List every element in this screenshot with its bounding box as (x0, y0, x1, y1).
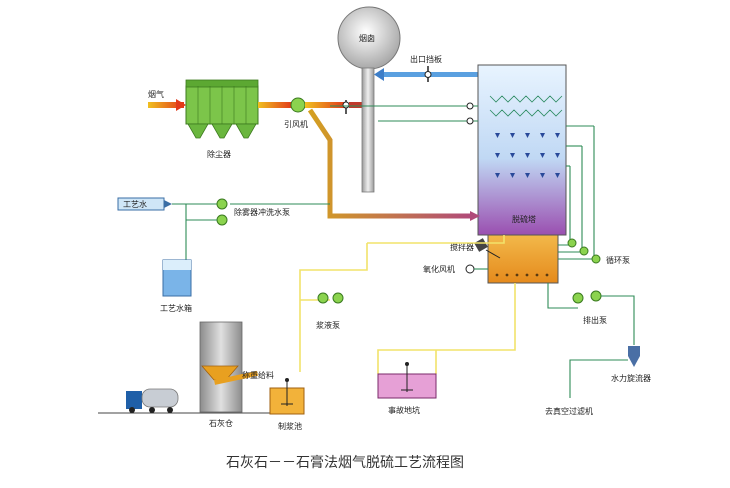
slurry-lines (299, 235, 516, 374)
slurry-pump-label: 浆液泵 (316, 320, 340, 330)
slurry-tank-group: 制浆池 (269, 378, 305, 431)
agitator-motor (474, 238, 488, 252)
slurry-pump-2 (332, 292, 344, 304)
limestone-silo-label: 石灰仓 (209, 418, 233, 428)
dust-collector-label: 除尘器 (207, 149, 231, 159)
circulation-pump-1 (567, 238, 577, 248)
agitator-label: 搅拌器 (450, 242, 474, 252)
discharge-pump-label: 排出泵 (583, 315, 607, 325)
dust-collector-group: 烟气 除尘器 (148, 79, 259, 159)
clean-gas-arrow (374, 68, 384, 81)
id-fan-label: 引风机 (284, 119, 308, 129)
outlet-damper-label: 出口挡板 (410, 54, 442, 64)
flue-gas-inlet-arrow (176, 99, 186, 111)
id-fan (290, 97, 306, 113)
accident-pit-label: 事故地坑 (388, 405, 420, 415)
agitator-group: 搅拌器 (450, 238, 501, 259)
truck (126, 388, 179, 413)
circulation-pump-label: 循环泵 (606, 255, 630, 265)
process-water-label: 工艺水 (123, 199, 147, 209)
discharge-pump-2 (590, 290, 602, 302)
chimney-stack (361, 67, 375, 193)
flue-gas-inlet-duct (148, 102, 184, 108)
slurry-tank-label: 制浆池 (278, 421, 302, 431)
slurry-pumps: 浆液泵 (316, 292, 344, 330)
absorber-label: 脱硫塔 (512, 214, 536, 224)
circulation-pump-3 (591, 254, 601, 264)
circulation-pumps: 循环泵 (558, 125, 630, 265)
absorber-group: 脱硫塔 (477, 64, 567, 284)
diagram-caption: 石灰石－－石膏法烟气脱硫工艺流程图 (226, 454, 464, 471)
wash-water-valves (466, 102, 474, 125)
discharge-group: 排出泵 水力旋流器 去真空过滤机 (545, 283, 651, 416)
wash-water-lines (230, 105, 478, 205)
mist-eliminator-pump-label: 除雾器冲洗水泵 (234, 207, 290, 217)
weigh-feeder-label: 称重给料 (242, 370, 274, 380)
duct-collector-to-fan (258, 102, 292, 108)
chimney-group: 烟囱 (337, 6, 401, 193)
discharge-pump-1 (572, 292, 584, 304)
mist-eliminator-pump-1 (216, 198, 228, 210)
absorber-tower (477, 64, 567, 236)
flue-gas-main-duct (307, 108, 472, 219)
oxidation-fan-label: 氧化风机 (423, 264, 455, 274)
hydrocyclone-label: 水力旋流器 (611, 373, 651, 383)
circulation-pump-2 (579, 246, 589, 256)
hydrocyclone (628, 346, 640, 356)
slurry-pump-1 (317, 292, 329, 304)
duct-to-chimney (349, 102, 362, 108)
outlet-damper (424, 66, 432, 82)
mist-eliminator-pump-2 (216, 214, 228, 226)
flue-gas-main-arrow (470, 211, 480, 221)
oxidation-fan (465, 264, 475, 274)
oxidation-fan-group: 氧化风机 (423, 264, 488, 274)
vacuum-filter-label: 去真空过滤机 (545, 406, 593, 416)
chimney-label: 烟囱 (359, 33, 375, 43)
duct-fan-to-damper (305, 102, 345, 108)
flue-gas-inlet-label: 烟气 (148, 89, 164, 99)
limestone-silo-group: 石灰仓 称重给料 (199, 321, 274, 428)
process-water-group: 工艺水 除雾器冲洗水泵 工艺水箱 (117, 197, 290, 313)
accident-pit-group: 事故地坑 (377, 362, 437, 415)
process-water-tank-label: 工艺水箱 (160, 303, 192, 313)
